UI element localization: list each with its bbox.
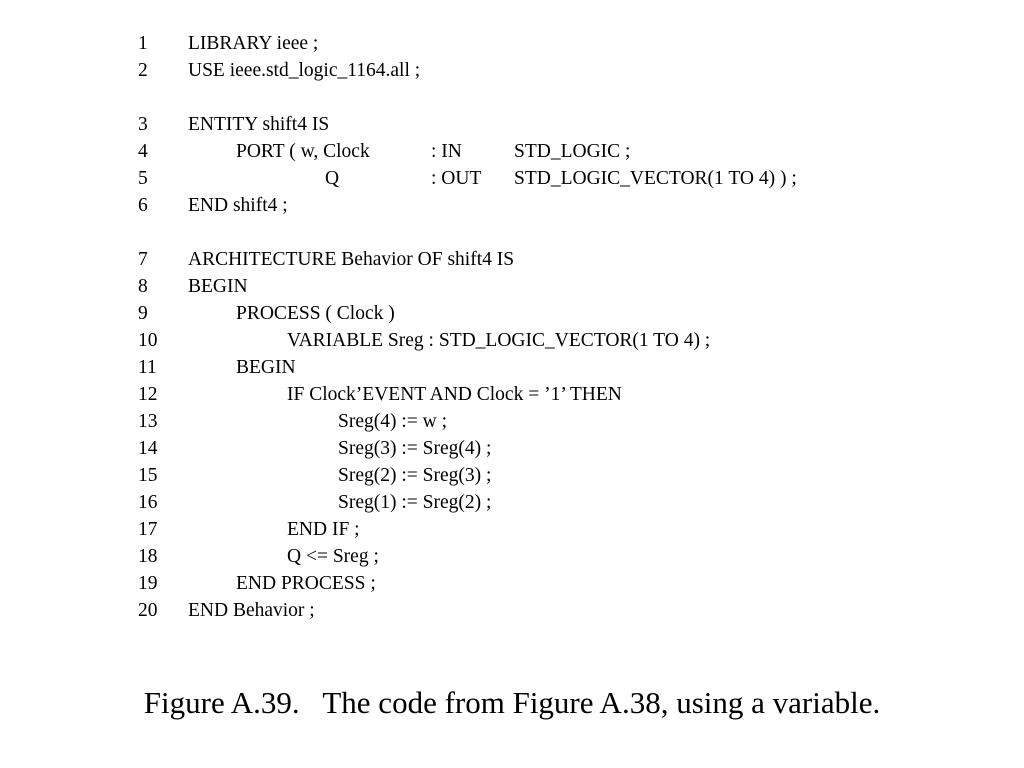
code-text: END Behavior ; xyxy=(188,600,315,621)
code-text: ENTITY shift4 IS xyxy=(188,114,330,135)
code-text: Sreg(4) := w ; xyxy=(338,411,448,432)
code-text: Q <= Sreg ; xyxy=(287,546,379,567)
figure-label: Figure A.39. xyxy=(143,685,300,720)
code-line-3: 3 ENTITY shift4 IS xyxy=(0,111,1024,138)
code-text: END shift4 ; xyxy=(188,195,288,216)
code-text: USE ieee.std_logic_1164.all ; xyxy=(188,60,421,81)
line-number: 7 xyxy=(138,249,148,270)
code-text: ARCHITECTURE Behavior OF shift4 IS xyxy=(188,249,515,270)
code-text: END IF ; xyxy=(287,519,360,540)
port-type: STD_LOGIC ; xyxy=(514,141,631,162)
code-line-1: 1 LIBRARY ieee ; xyxy=(0,30,1024,57)
line-number: 1 xyxy=(138,33,148,54)
code-text: END PROCESS ; xyxy=(236,573,376,594)
line-number: 11 xyxy=(138,357,157,378)
code-text: Sreg(3) := Sreg(4) ; xyxy=(338,438,492,459)
port-mode: : OUT xyxy=(431,168,482,189)
code-line-10: 10 VARIABLE Sreg : STD_LOGIC_VECTOR(1 TO… xyxy=(0,327,1024,354)
line-number: 10 xyxy=(138,330,158,351)
line-number: 17 xyxy=(138,519,158,540)
line-number: 16 xyxy=(138,492,158,513)
code-line-17: 17 END IF ; xyxy=(0,516,1024,543)
code-line-4: 4 PORT ( w, Clock : IN STD_LOGIC ; xyxy=(0,138,1024,165)
line-number: 20 xyxy=(138,600,158,621)
code-text: BEGIN xyxy=(188,276,248,297)
line-number: 9 xyxy=(138,303,148,324)
port-type: STD_LOGIC_VECTOR(1 TO 4) ) ; xyxy=(514,168,797,189)
line-number: 14 xyxy=(138,438,158,459)
port-declaration: PORT ( w, Clock xyxy=(236,141,370,162)
line-number: 4 xyxy=(138,141,148,162)
code-text: LIBRARY ieee ; xyxy=(188,33,319,54)
line-number: 15 xyxy=(138,465,158,486)
line-number: 3 xyxy=(138,114,148,135)
line-number: 12 xyxy=(138,384,158,405)
line-number: 18 xyxy=(138,546,158,567)
line-number: 6 xyxy=(138,195,148,216)
line-number: 2 xyxy=(138,60,148,81)
code-text: BEGIN xyxy=(236,357,296,378)
port-declaration: Q xyxy=(325,168,340,189)
port-mode: : IN xyxy=(431,141,462,162)
code-line-6: 6 END shift4 ; xyxy=(0,192,1024,219)
code-line-7: 7 ARCHITECTURE Behavior OF shift4 IS xyxy=(0,246,1024,273)
code-line-16: 16 Sreg(1) := Sreg(2) ; xyxy=(0,489,1024,516)
code-text: Sreg(1) := Sreg(2) ; xyxy=(338,492,492,513)
code-text: PROCESS ( Clock ) xyxy=(236,303,395,324)
code-line-5: 5 Q : OUT STD_LOGIC_VECTOR(1 TO 4) ) ; xyxy=(0,165,1024,192)
line-number: 19 xyxy=(138,573,158,594)
figure-caption-text: The code from Figure A.38, using a varia… xyxy=(322,685,881,720)
code-text: IF Clock’EVENT AND Clock = ’1’ THEN xyxy=(287,384,622,405)
code-line-15: 15 Sreg(2) := Sreg(3) ; xyxy=(0,462,1024,489)
code-line-18: 18 Q <= Sreg ; xyxy=(0,543,1024,570)
line-number: 8 xyxy=(138,276,148,297)
code-line-12: 12 IF Clock’EVENT AND Clock = ’1’ THEN xyxy=(0,381,1024,408)
code-line-19: 19 END PROCESS ; xyxy=(0,570,1024,597)
code-line-11: 11 BEGIN xyxy=(0,354,1024,381)
line-number: 5 xyxy=(138,168,148,189)
code-line-14: 14 Sreg(3) := Sreg(4) ; xyxy=(0,435,1024,462)
line-number: 13 xyxy=(138,411,158,432)
code-text: VARIABLE Sreg : STD_LOGIC_VECTOR(1 TO 4)… xyxy=(287,330,711,351)
code-line-20: 20 END Behavior ; xyxy=(0,597,1024,624)
code-line-8: 8 BEGIN xyxy=(0,273,1024,300)
code-line-9: 9 PROCESS ( Clock ) xyxy=(0,300,1024,327)
code-text: Sreg(2) := Sreg(3) ; xyxy=(338,465,492,486)
figure-caption: Figure A.39. The code from Figure A.38, … xyxy=(0,683,1024,723)
code-line-2: 2 USE ieee.std_logic_1164.all ; xyxy=(0,57,1024,84)
code-line-13: 13 Sreg(4) := w ; xyxy=(0,408,1024,435)
code-listing: 1 LIBRARY ieee ; 2 USE ieee.std_logic_11… xyxy=(0,30,1024,624)
